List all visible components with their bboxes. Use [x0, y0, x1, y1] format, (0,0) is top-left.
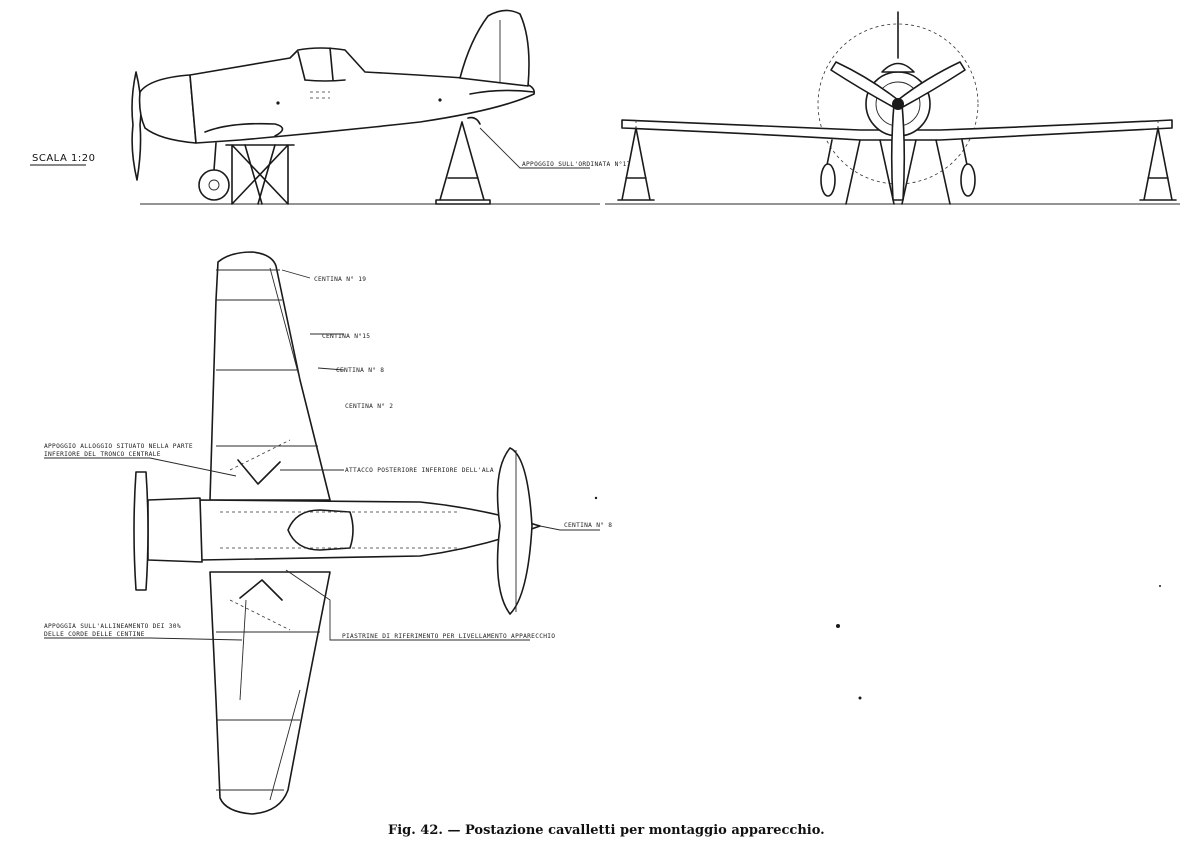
front-view [605, 11, 1180, 205]
side-tail-support [467, 116, 481, 125]
front-blade-right [897, 61, 966, 109]
plan-engine [147, 497, 203, 563]
leader-support-center [44, 457, 237, 477]
front-wheel-left [820, 163, 836, 197]
front-tip-markers [635, 120, 1159, 130]
callout-support-center: APPOGGIO ALLOGGIO SITUATO NELLA PARTE [44, 443, 193, 450]
leader-rib-8 [317, 367, 345, 371]
front-left-tip-trestle [617, 127, 655, 201]
side-detail-dot [276, 101, 280, 105]
side-view: APPOGGIO SULL'ORDINATA N°17 [131, 9, 631, 205]
side-front-trestle-brace [244, 144, 276, 205]
callout-alignment: APPOGGIA SULL'ALLINEAMENTO DEI 30% [44, 623, 181, 630]
front-right-tip-trestle [1139, 127, 1177, 201]
side-propeller [131, 71, 142, 181]
speck [594, 496, 598, 500]
rib-label: CENTINA N° 8 [336, 366, 384, 374]
plan-support-marks [237, 459, 283, 601]
front-blade-left [830, 61, 899, 109]
side-wing-root [204, 122, 284, 137]
plan-upper-wing [209, 251, 331, 501]
plan-internal-structure [220, 439, 460, 631]
plan-canopy [287, 509, 354, 551]
callout-support-side: APPOGGIO SULL'ORDINATA N°17 [522, 160, 631, 168]
front-spinner [892, 98, 904, 110]
speck [836, 624, 840, 628]
front-canopy [881, 62, 915, 73]
front-propeller-disk [817, 23, 979, 185]
leader-reference [285, 569, 530, 641]
print-specks [594, 496, 1161, 700]
leader-rib-tail [539, 525, 600, 531]
side-gear-leg [213, 142, 217, 171]
callout-rear-attach: ATTACCO POSTERIORE INFERIORE DELL'ALA [345, 467, 494, 474]
plan-lower-wing [209, 571, 331, 815]
callout-reference: PIASTRINE DI RIFERIMENTO PER LIVELLAMENT… [342, 633, 555, 640]
plan-lower-ribs [216, 631, 320, 791]
plan-propeller [133, 471, 149, 591]
side-fin-rudder [459, 9, 530, 87]
side-wheel-hub [208, 179, 220, 191]
rib-label: CENTINA N° 8 [564, 521, 612, 529]
side-rear-trestle [435, 121, 491, 205]
speck [858, 696, 862, 700]
scale-label: SCALA 1:20 [32, 153, 95, 164]
leader-rib-19 [281, 269, 311, 279]
plan-ailerons [269, 267, 301, 801]
callout-alignment: DELLE CORDE DELLE CENTINE [44, 631, 145, 638]
plan-alignment-line [239, 599, 247, 701]
side-support-leader [479, 127, 590, 169]
leader-alignment [44, 637, 243, 641]
rib-label: CENTINA N° 2 [345, 402, 393, 410]
side-detail-dot [438, 98, 442, 102]
side-stabilizer [469, 89, 535, 95]
rib-label: CENTINA N°15 [322, 332, 370, 340]
callout-support-center: INFERIORE DEL TRONCO CENTRALE [44, 451, 161, 458]
speck [1159, 585, 1161, 587]
plan-view: CENTINA N° 19 CENTINA N°15 CENTINA N° 8 … [44, 251, 612, 815]
figure-caption: Fig. 42. — Postazione cavalletti per mon… [388, 823, 825, 838]
side-canopy-frame [297, 47, 346, 82]
front-blade-down [890, 103, 906, 201]
side-wheel [198, 169, 230, 201]
plan-tail-plane [496, 447, 533, 615]
side-engine-cowling [138, 74, 197, 144]
side-front-trestle [225, 144, 295, 205]
front-wheel-right [960, 163, 976, 197]
front-center-trestles [845, 139, 951, 205]
plan-upper-ribs [216, 269, 318, 447]
rib-label: CENTINA N° 19 [314, 275, 366, 283]
